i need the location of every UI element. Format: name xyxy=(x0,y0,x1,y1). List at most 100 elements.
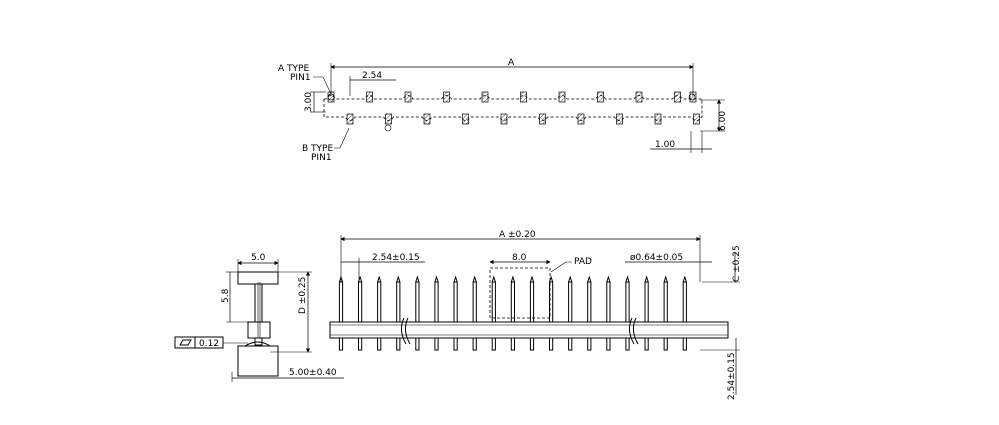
break-mark-right xyxy=(628,317,635,345)
front-pin xyxy=(453,281,458,323)
front-pin xyxy=(606,281,611,323)
top-pad-b xyxy=(500,113,508,125)
side-view: 5.0 5.8 D ±0.25 0.12 5.00±0.40 xyxy=(174,253,344,382)
front-pin-tail xyxy=(472,337,477,351)
flatness-icon xyxy=(179,339,192,346)
front-pin-tip xyxy=(377,275,382,283)
top-pad-a xyxy=(635,91,643,103)
pin-circle xyxy=(688,93,696,101)
front-pin xyxy=(472,281,477,323)
front-pin-tail xyxy=(358,337,363,351)
top-pad-a xyxy=(674,91,681,103)
pad-area xyxy=(489,267,551,319)
front-dim-pin-dia-label: ø0.64±0.05 xyxy=(630,253,683,263)
side-dim-base-label: 5.00±0.40 xyxy=(289,368,337,378)
front-pin xyxy=(434,281,439,323)
front-pin xyxy=(682,281,687,323)
top-pad-a xyxy=(520,91,527,103)
top-dim-height-label: 6.00 xyxy=(718,111,728,131)
front-pin xyxy=(510,281,515,323)
front-pin-tail xyxy=(568,337,573,351)
front-pin-tail xyxy=(663,337,668,351)
b-type-label: B TYPE xyxy=(302,144,333,154)
front-pin-tip xyxy=(625,275,630,283)
front-pin xyxy=(587,281,592,323)
front-pin-tip xyxy=(434,275,439,283)
pad-label: PAD xyxy=(574,257,592,267)
flatness-value: 0.12 xyxy=(199,339,219,349)
top-pad-a xyxy=(443,91,450,103)
front-pins xyxy=(338,275,687,351)
top-view-pads xyxy=(327,91,700,132)
front-pin-tail xyxy=(510,337,515,351)
front-pin xyxy=(549,281,554,323)
front-dim-c-label: C ±0.25 xyxy=(732,245,742,282)
front-pin-tip xyxy=(510,275,515,283)
front-pin-tip xyxy=(568,275,573,283)
front-pin-tail xyxy=(587,337,592,351)
a-type-label: A TYPE xyxy=(278,64,309,74)
front-pin-tip xyxy=(682,275,687,283)
front-pin xyxy=(491,281,496,323)
front-pin-tip xyxy=(549,275,554,283)
front-pin-tail xyxy=(606,337,611,351)
front-pin-tail xyxy=(644,337,649,351)
top-dim-pitch-label: 2.54 xyxy=(362,71,382,81)
front-pin xyxy=(625,281,630,323)
top-pad-b xyxy=(577,113,585,125)
front-pin xyxy=(377,281,382,323)
top-pad-a xyxy=(366,91,373,103)
top-housing-path xyxy=(323,95,703,121)
front-pin-tip xyxy=(491,275,496,283)
front-pin-tail xyxy=(453,337,458,351)
flatness-symbol-box xyxy=(174,336,196,349)
front-dim-a-label: A ±0.20 xyxy=(499,230,536,240)
b-type-pin1-label: PIN1 xyxy=(311,153,332,163)
front-pin xyxy=(663,281,668,323)
front-pin-tip xyxy=(644,275,649,283)
front-pin xyxy=(338,281,344,323)
break-mark-left xyxy=(400,317,407,345)
top-pad-b xyxy=(539,113,546,125)
front-pin-tip xyxy=(472,275,477,283)
front-pin xyxy=(529,281,535,323)
front-pin-tail xyxy=(415,337,420,351)
front-pin-tail xyxy=(682,337,687,351)
front-pin xyxy=(568,281,573,323)
front-housing xyxy=(329,321,729,339)
front-pin-tip xyxy=(606,275,611,283)
side-dim-width-label: 5.0 xyxy=(251,253,266,263)
top-dim-row-label: 3.00 xyxy=(304,92,314,112)
top-pad-a xyxy=(481,91,489,103)
front-dim-pad-label: 8.0 xyxy=(512,253,527,263)
front-dim-pitch-label: 2.54±0.15 xyxy=(372,253,420,263)
a-type-pin1-label: PIN1 xyxy=(290,73,311,83)
front-view: A ±0.20 2.54±0.15 8.0 PAD ø0.64±0.05 C ±… xyxy=(329,230,742,400)
top-pad-b xyxy=(346,113,354,125)
front-pin-tip xyxy=(358,275,363,283)
front-pin-tip xyxy=(663,275,668,283)
top-dim-offset-label: 1.00 xyxy=(655,140,675,150)
front-pin-tip xyxy=(338,275,344,283)
front-pin-tail xyxy=(396,337,401,351)
top-pad-b xyxy=(616,113,623,125)
front-pin-tail xyxy=(491,337,496,351)
top-dim-a-label: A xyxy=(508,58,515,68)
top-pad-b xyxy=(423,113,431,125)
top-pad-b xyxy=(693,113,700,125)
front-pin-tail xyxy=(529,337,535,351)
top-pad-b xyxy=(654,113,662,125)
front-pin xyxy=(415,281,420,323)
front-pin xyxy=(358,281,363,323)
front-pin xyxy=(644,281,649,323)
top-view: A 2.54 A TYPE PIN1 B TYPE PIN1 3.00 6.00… xyxy=(278,58,728,163)
front-dim-tail-label: 2.54±0.15 xyxy=(727,352,737,400)
top-pad-a xyxy=(558,91,566,103)
top-pad-a xyxy=(404,91,412,103)
top-pad-a xyxy=(597,91,604,103)
front-pin-tail xyxy=(338,337,344,351)
top-view-housing-outline xyxy=(323,95,703,121)
front-pin-tip xyxy=(453,275,458,283)
side-dim-pin-label: 5.8 xyxy=(221,288,231,303)
